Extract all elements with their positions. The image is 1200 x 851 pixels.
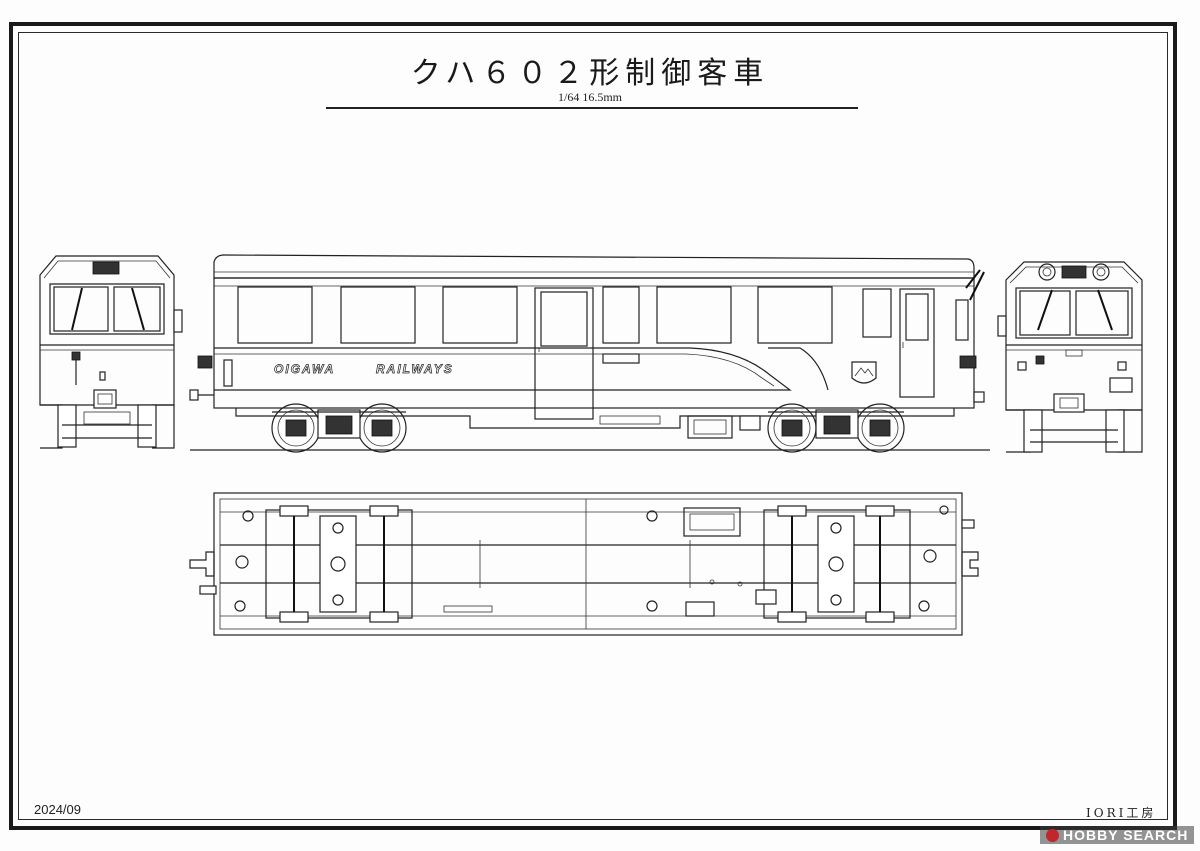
- left-end-view: [39, 255, 183, 449]
- side-bogie-front: [271, 403, 407, 453]
- side-lettering-railways: RAILWAYS: [376, 362, 454, 376]
- side-lettering-oigawa: OIGAWA: [274, 362, 335, 376]
- title-underline: [326, 107, 858, 109]
- scale-label: 1/64 16.5mm: [557, 90, 622, 104]
- watermark-text: HOBBY SEARCH: [1063, 827, 1189, 843]
- drawing-date: 2024/09: [34, 802, 81, 817]
- outer-border: [9, 22, 1177, 830]
- inner-border: [18, 32, 1168, 820]
- side-view: OIGAWA RAILWAYS: [189, 254, 990, 453]
- watermark-logo-icon: [1046, 829, 1059, 842]
- watermark: HOBBY SEARCH: [1040, 826, 1195, 844]
- underside-view: [189, 492, 979, 636]
- right-end-view: [997, 261, 1143, 453]
- maker-credit: IORI工房: [1086, 806, 1157, 820]
- plan-bogie-front: [265, 505, 413, 623]
- drawing-title: クハ６０２形制御客車: [410, 56, 770, 91]
- side-bogie-rear: [767, 403, 905, 453]
- plan-bogie-rear: [755, 505, 911, 623]
